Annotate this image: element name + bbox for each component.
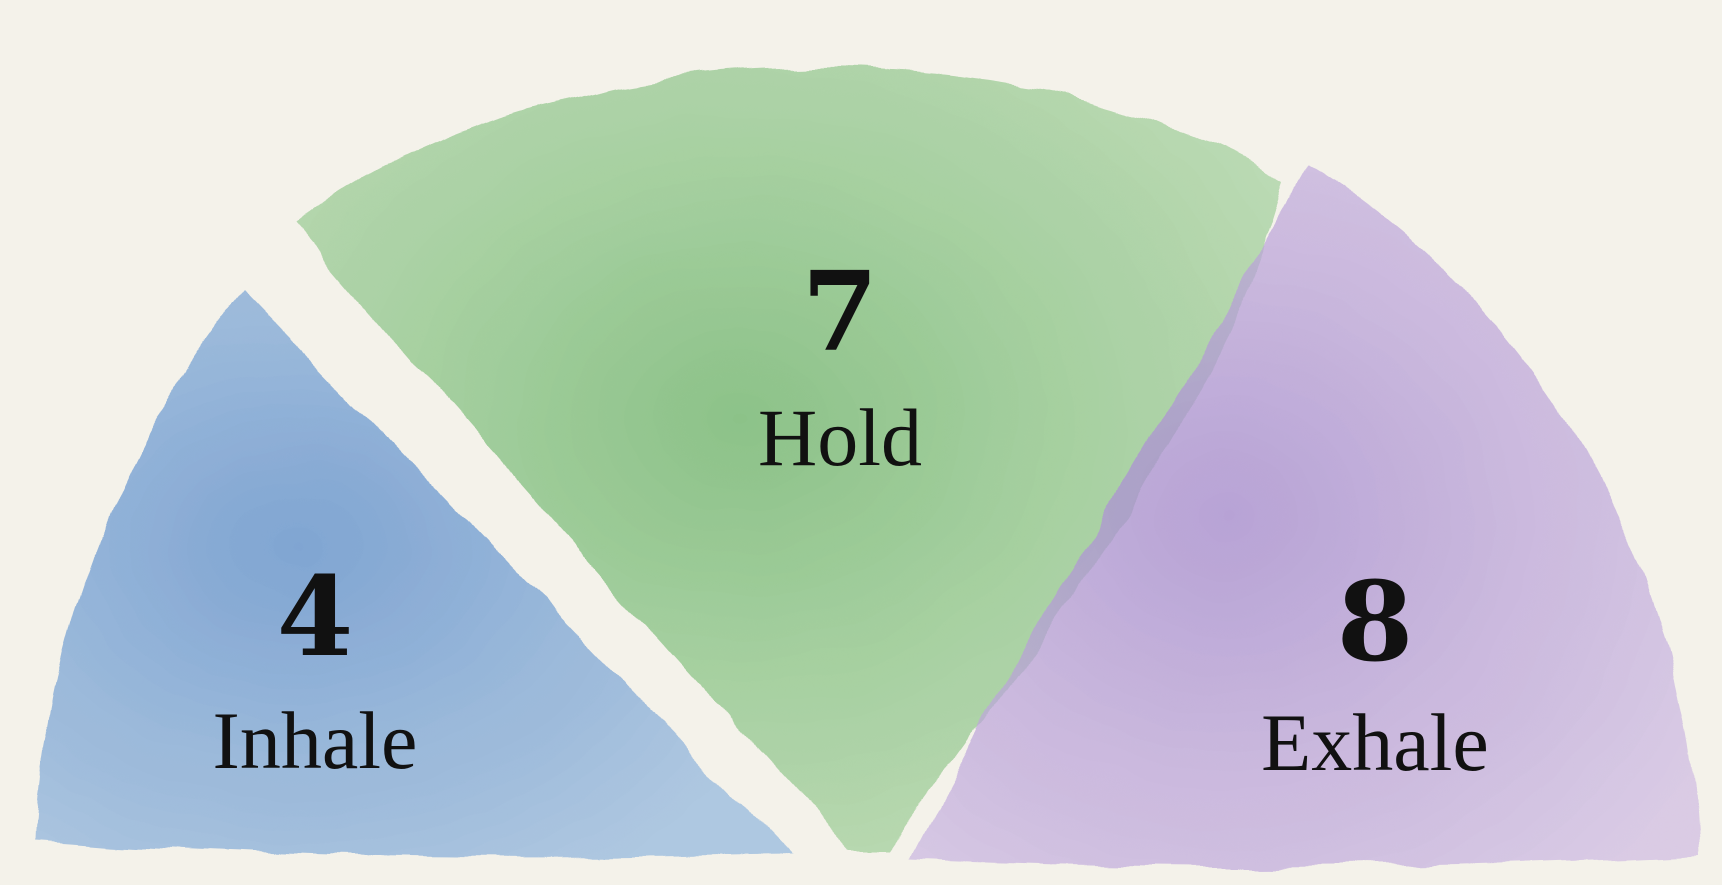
inhale-count: 4 bbox=[277, 552, 354, 681]
hold-label: Hold bbox=[758, 392, 922, 483]
hold-count: 7 bbox=[802, 247, 879, 376]
exhale-label: Exhale bbox=[1261, 697, 1489, 788]
inhale-label: Inhale bbox=[213, 695, 418, 786]
exhale-count: 8 bbox=[1337, 557, 1414, 686]
